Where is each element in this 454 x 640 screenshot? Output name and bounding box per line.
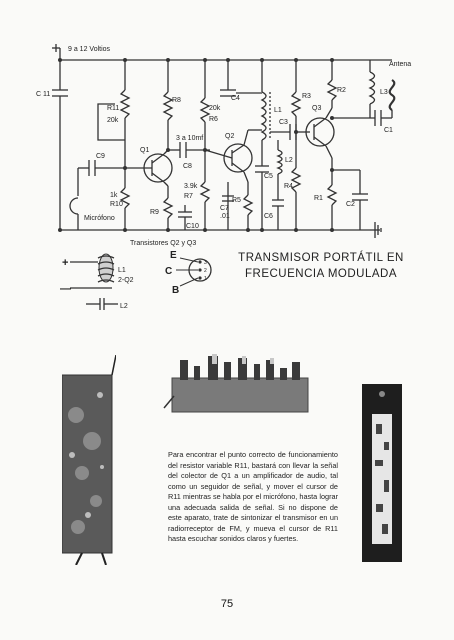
pin-number-1: 1 <box>204 276 207 282</box>
label-c9: C9 <box>96 153 105 160</box>
pin-number-2: 2 <box>204 268 207 274</box>
label-c8: C8 <box>183 163 192 170</box>
label-c5: C5 <box>264 173 273 180</box>
pcb-photo-left <box>62 355 116 565</box>
coil-minus: — <box>60 283 71 295</box>
label-c8-value: 3 a 10mf <box>176 135 203 142</box>
article-body-text: Para encontrar el punto correcto de func… <box>168 450 338 543</box>
label-r8: R8 <box>172 97 181 104</box>
label-l2: L2 <box>285 157 293 164</box>
transistors-label: Transistores Q2 y Q3 <box>130 240 196 247</box>
coil-plus: + <box>62 257 68 269</box>
label-r3: R3 <box>302 93 311 100</box>
label-r6-value: 20k <box>209 105 221 112</box>
label-q3: Q3 <box>312 105 321 112</box>
label-r10-value: 1k <box>110 192 118 199</box>
pin-label-e: E <box>170 250 177 261</box>
label-r4: R4 <box>284 183 293 190</box>
transmitter-schematic: 9 a 12 Voltios Antena C 11 R11 20k R8 20… <box>36 44 411 310</box>
antenna-label: Antena <box>389 61 411 68</box>
coil-label-2-q2: 2-Q2 <box>118 277 134 284</box>
label-r2: R2 <box>337 87 346 94</box>
pcb-photo-center <box>163 354 309 413</box>
coil-label-l1: L1 <box>118 267 126 274</box>
label-r9: R9 <box>150 209 159 216</box>
label-c2: C2 <box>346 201 355 208</box>
label-c3: C3 <box>279 119 288 126</box>
pcb-photo-right <box>362 384 402 562</box>
label-r7: R7 <box>184 193 193 200</box>
label-l1: L1 <box>274 107 282 114</box>
label-r11: R11 <box>107 105 119 112</box>
label-r10: R10 <box>110 201 123 208</box>
pin-label-b: B <box>172 285 179 296</box>
coil-detail: + — L1 2-Q2 L2 <box>60 253 134 310</box>
label-r11-value: 20k <box>107 117 119 124</box>
label-c4: C4 <box>231 95 240 102</box>
supply-label: 9 a 12 Voltios <box>68 46 111 53</box>
label-c10: C10 <box>186 223 199 230</box>
label-q1: Q1 <box>140 147 149 154</box>
label-r7-value: 3.9k <box>184 183 198 190</box>
microphone-label: Micrófono <box>84 215 115 222</box>
title-line-1: TRANSMISOR PORTÁTIL EN <box>238 252 404 264</box>
pin-number-3: 3 <box>204 260 207 266</box>
label-r6: R6 <box>209 116 218 123</box>
label-q2: Q2 <box>225 133 234 140</box>
pin-label-c: C <box>165 266 172 277</box>
title-line-2: FRECUENCIA MODULADA <box>245 268 397 280</box>
label-r5: R5 <box>232 197 241 204</box>
label-c7-value: .01 <box>220 213 230 220</box>
label-c11: C 11 <box>36 91 50 98</box>
article-title: TRANSMISOR PORTÁTIL EN FRECUENCIA MODULA… <box>236 250 406 282</box>
coil-label-l2: L2 <box>120 303 128 310</box>
label-l3: L3 <box>380 89 388 96</box>
label-r1: R1 <box>314 195 323 202</box>
transistor-pinout: E C B 3 2 1 <box>165 250 212 296</box>
label-c6: C6 <box>264 213 273 220</box>
page-number: 75 <box>220 598 234 610</box>
label-c7: C7 <box>220 205 229 212</box>
label-c1: C1 <box>384 127 393 134</box>
